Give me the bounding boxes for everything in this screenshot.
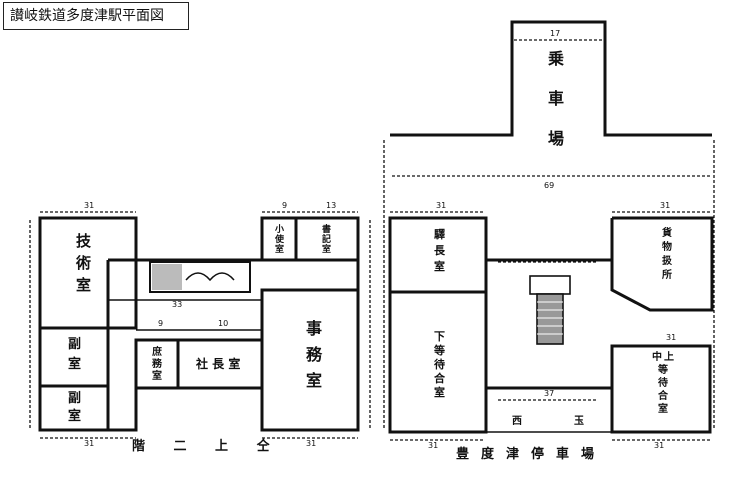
dim-label-top-left: 31 (84, 201, 94, 210)
corridor-label-west: 西 (512, 415, 522, 427)
room-small-2-label: 書記室 (322, 223, 331, 255)
room-ekicho-label: 驛長室 (434, 228, 446, 273)
dim-label-platform-span: 69 (544, 181, 554, 190)
room-kamotsu-label: 貨物扱所 (662, 226, 673, 281)
room-katou-machiai (388, 290, 488, 434)
room-chujo-machiai-label: 中上等待合室 (652, 350, 674, 415)
room-fuku-1 (38, 326, 110, 388)
room-shacho-label: 社 長 室 (195, 356, 240, 371)
platform-label: 乗車場 (548, 49, 564, 148)
room-fuku-2-label: 副室 (68, 391, 81, 424)
room-kamotsu (610, 216, 714, 312)
platform-outline (390, 20, 712, 137)
dim-label-bottom-left: 31 (84, 439, 94, 448)
room-gijutsu (38, 216, 138, 330)
room-jimu-label: 事務室 (306, 319, 323, 390)
left-building: 31 9 13 31 31 技術室 副室 副室 33 (29, 201, 371, 454)
right-floor-label: 豊度津停車場 (456, 446, 606, 462)
room-small-1 (260, 216, 298, 262)
stair-treads (537, 301, 563, 335)
corridor-label-east: 玉 (574, 415, 584, 427)
dim-label-top-right: 13 (326, 201, 336, 210)
stair-arc (185, 272, 235, 282)
dim-label-top-mid: 9 (282, 201, 287, 210)
left-floor-label: 階 二 上 仝 (132, 438, 282, 454)
stair-top (529, 275, 571, 295)
dim-label-right-c: 31 (428, 441, 438, 450)
dim-label-stair: 33 (172, 300, 182, 309)
dim-label-right-a: 31 (436, 201, 446, 210)
dim-label-corridor-b: 10 (218, 319, 228, 328)
dim-label-corridor-a: 9 (158, 319, 163, 328)
dim-label-right-b: 31 (660, 201, 670, 210)
room-shacho (176, 338, 264, 390)
dim-label-bottom-right: 31 (306, 439, 316, 448)
dim-label-platform-width: 17 (550, 29, 560, 38)
room-ekicho (388, 216, 488, 294)
room-katou-machiai-label: 下等待合室 (433, 330, 446, 399)
room-shomu-label: 庶務室 (152, 345, 163, 382)
room-gijutsu-label: 技術室 (75, 232, 92, 294)
dim-label-right-e: 31 (666, 333, 676, 342)
figure-caption: 讃岐鉄道多度津駅平面図 (3, 2, 189, 30)
room-small-1-label: 小使室 (274, 223, 285, 255)
room-fuku-1-label: 副室 (68, 337, 81, 372)
stair-hatch (152, 264, 182, 290)
room-jimu (260, 288, 360, 432)
room-chujo-machiai (610, 344, 712, 434)
right-building: 17 69 乗車場 31 31 31 31 驛長室 下等待合室 37 (383, 20, 715, 462)
room-fuku-2 (38, 384, 110, 432)
dim-label-hall: 37 (544, 389, 554, 398)
dim-label-right-d: 31 (654, 441, 664, 450)
room-small-2 (294, 216, 360, 262)
